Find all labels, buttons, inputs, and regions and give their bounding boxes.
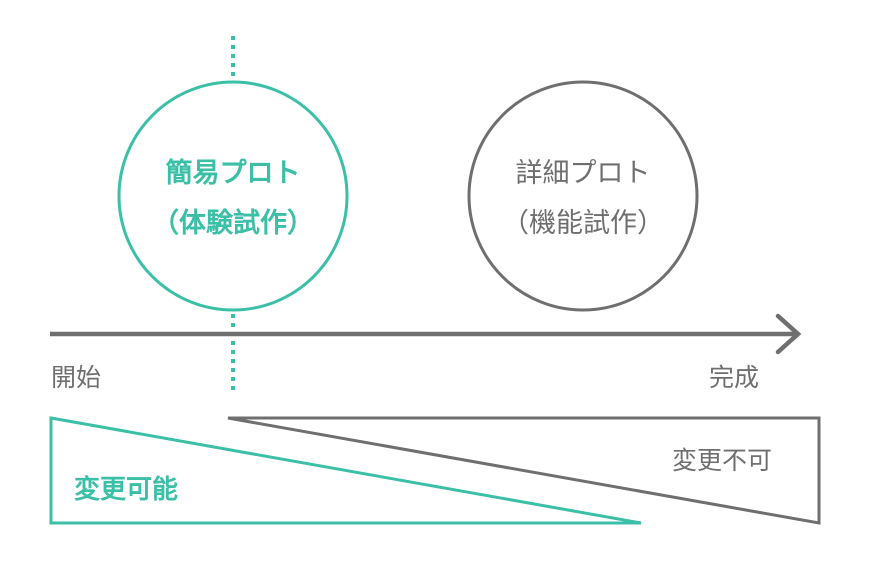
timeline-start-label: 開始 bbox=[51, 363, 101, 392]
detailed-prototype-circle bbox=[467, 80, 699, 312]
detailed-prototype-title: 詳細プロト bbox=[516, 158, 651, 189]
timeline-arrowhead bbox=[775, 313, 802, 355]
detailed-prototype-subtitle: （機能試作） bbox=[502, 208, 664, 239]
timeline-end-label: 完成 bbox=[709, 363, 759, 392]
unchangeable-wedge bbox=[227, 416, 821, 525]
simple-prototype-subtitle: （体験試作） bbox=[152, 207, 314, 239]
unchangeable-wedge-label: 変更不可 bbox=[672, 446, 772, 475]
changeable-wedge bbox=[49, 416, 642, 525]
simple-prototype-title: 簡易プロト bbox=[166, 157, 301, 189]
simple-prototype-circle bbox=[117, 80, 349, 312]
changeable-wedge-label: 変更可能 bbox=[74, 474, 178, 505]
